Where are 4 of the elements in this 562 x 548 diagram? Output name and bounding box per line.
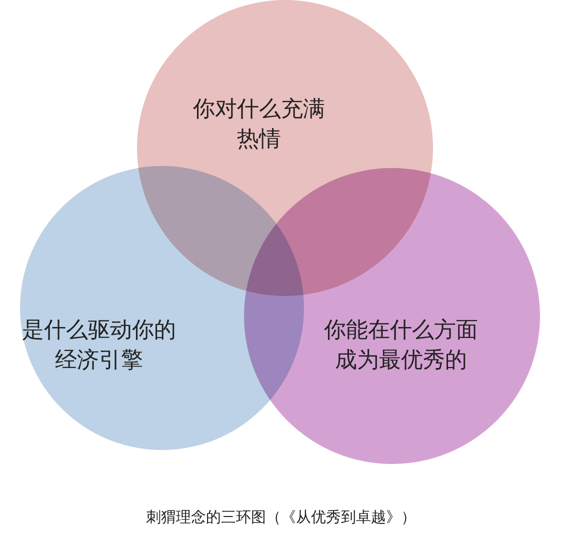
circle-label: 你能在什么方面成为最优秀的 bbox=[323, 317, 480, 375]
circle-label: 是什么驱动你的经济引擎 bbox=[21, 317, 178, 375]
caption: 刺猬理念的三环图（《从优秀到卓越》） bbox=[145, 508, 417, 527]
circle-label: 你对什么充满热情 bbox=[192, 96, 326, 154]
